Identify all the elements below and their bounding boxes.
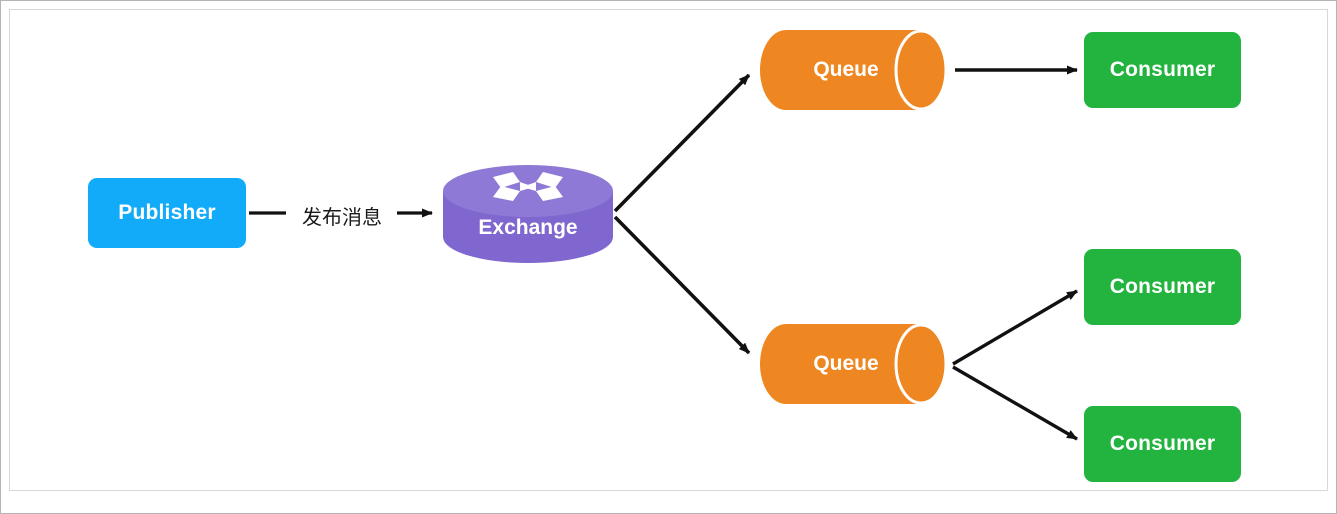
node-consumer-bottom-label: Consumer (1109, 432, 1216, 455)
node-consumer-middle[interactable]: Consumer (1084, 249, 1241, 325)
edge-label-publish-message: 发布消息 (302, 205, 382, 229)
node-consumer-top[interactable]: Consumer (1084, 32, 1241, 108)
edge-exchange-to-queue-top (613, 73, 751, 213)
node-publisher[interactable]: Publisher (88, 178, 246, 248)
node-queue-top[interactable] (760, 29, 948, 111)
edge-exchange-to-queue-bottom (613, 215, 751, 355)
edge-queue-bottom-to-consumer-bottom (952, 365, 1078, 441)
node-consumer-bottom[interactable]: Consumer (1084, 406, 1241, 482)
node-exchange[interactable] (443, 165, 613, 263)
node-queue-bottom[interactable] (760, 323, 948, 405)
node-publisher-label: Publisher (118, 201, 216, 224)
edge-queue-bottom-to-consumer-middle (952, 289, 1078, 366)
node-consumer-middle-label: Consumer (1109, 275, 1216, 298)
node-consumer-top-label: Consumer (1109, 58, 1216, 81)
shuffle-arrows-icon (493, 172, 563, 201)
